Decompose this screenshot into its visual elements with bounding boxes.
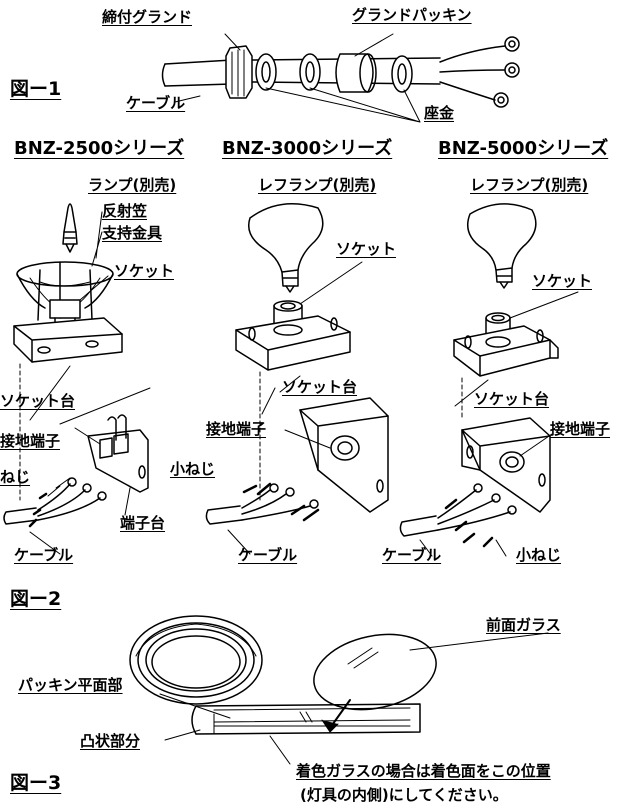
bnz3000-socket-base-label: ソケット台 (282, 378, 358, 396)
bnz3000-socket-label: ソケット (336, 240, 397, 258)
fig3-convex-label: 凸状部分 (80, 732, 141, 750)
fig3-note-line2: (灯具の内側)にしてください。 (300, 786, 508, 804)
series-title-bnz2500: BNZ-2500シリーズ (14, 138, 185, 159)
bnz2500-cable-label: ケーブル (14, 546, 74, 564)
bnz5000-screw-label: 小ねじ (516, 546, 562, 564)
fig1-packing-label: グランドパッキン (352, 6, 472, 24)
bnz2500-screw-label: ねじ (0, 468, 31, 486)
bnz2500-reflector-label: 反射笠 (102, 202, 148, 220)
bnz5000-illustration (399, 203, 579, 557)
bnz3000-ground-terminal-label: 接地端子 (206, 420, 267, 438)
fig1-washer-label: 座金 (424, 104, 455, 122)
fig3-front-glass-label: 前面ガラス (486, 616, 561, 634)
bnz2500-ground-terminal-label: 接地端子 (0, 432, 61, 450)
bnz2500-bracket-label: 支持金具 (102, 224, 163, 242)
fig3-illustration (129, 615, 549, 765)
fig3-caption: 図ー3 (10, 772, 62, 794)
series-title-bnz5000: BNZ-5000シリーズ (438, 138, 609, 159)
bnz3000-screw-label: 小ねじ (170, 460, 216, 478)
bnz2500-illustration (3, 203, 149, 528)
fig3-note-line1: 着色ガラスの場合は着色面をこの位置 (296, 762, 551, 780)
fig2-caption: 図ー2 (10, 588, 62, 610)
bnz3000-lamp-label: レフランプ(別売) (258, 176, 377, 194)
bnz5000-ground-terminal-label: 接地端子 (550, 420, 611, 438)
bnz2500-terminal-block-label: 端子台 (120, 514, 166, 532)
fig3-packing-flat-label: パッキン平面部 (18, 676, 123, 694)
fig1-caption: 図ー1 (10, 78, 62, 100)
bnz5000-socket-label: ソケット (532, 272, 593, 290)
fig1-cable-label: ケーブル (126, 94, 186, 112)
bnz2500-socket-label: ソケット (114, 262, 175, 280)
series-title-bnz3000: BNZ-3000シリーズ (222, 138, 393, 159)
bnz5000-cable-label: ケーブル (382, 546, 442, 564)
bnz3000-cable-label: ケーブル (238, 546, 298, 564)
fig1-gland-label: 締付グランド (102, 8, 193, 26)
bnz5000-socket-base-label: ソケット台 (474, 390, 550, 408)
bnz2500-socket-base-label: ソケット台 (0, 392, 76, 410)
bnz2500-lamp-label: ランプ(別売) (88, 176, 177, 194)
bnz5000-lamp-label: レフランプ(別売) (470, 176, 589, 194)
fig1-cable-assembly (161, 33, 520, 123)
bnz3000-illustration (205, 203, 389, 525)
